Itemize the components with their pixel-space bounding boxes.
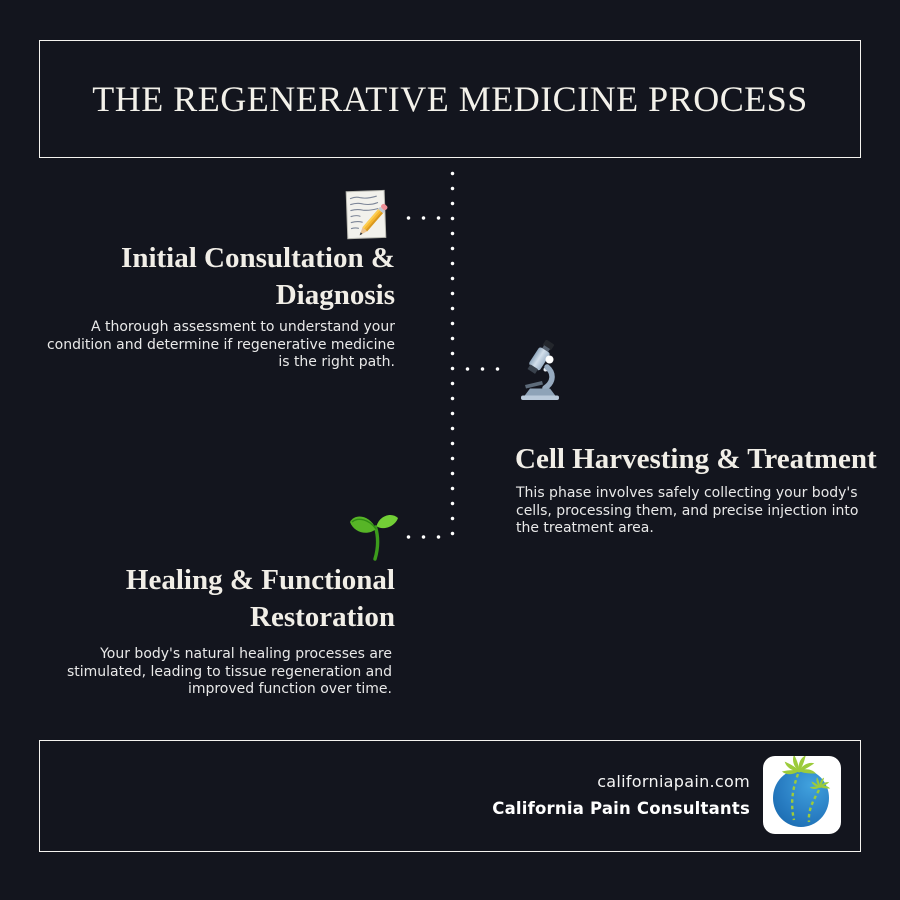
- step2-description: This phase involves safely collecting yo…: [516, 485, 859, 536]
- step2-title: Cell Harvesting & Treatment: [515, 443, 877, 475]
- footer-company-name: California Pain Consultants: [492, 799, 750, 818]
- page-title: THE REGENERATIVE MEDICINE PROCESS: [92, 79, 808, 119]
- step1-title: Initial Consultation & Diagnosis: [121, 242, 395, 311]
- palm-trees-logo: [763, 756, 841, 834]
- step1-description: A thorough assessment to understand your…: [46, 319, 395, 370]
- timeline-dotted-line: [450, 166, 455, 538]
- connector-dots-step1: [401, 215, 446, 221]
- step3-title: Healing & Functional Restoration: [125, 564, 395, 633]
- microscope-icon: [514, 340, 562, 402]
- connector-dots-step2: [460, 366, 505, 372]
- footer-box: [39, 740, 861, 852]
- title-box: THE REGENERATIVE MEDICINE PROCESS: [39, 40, 861, 158]
- memo-icon: [345, 189, 393, 243]
- step3-description: Your body's natural healing processes ar…: [66, 646, 392, 697]
- connector-dots-step3: [401, 534, 446, 540]
- footer-website: californiapain.com: [597, 772, 750, 791]
- seedling-icon: [348, 507, 400, 561]
